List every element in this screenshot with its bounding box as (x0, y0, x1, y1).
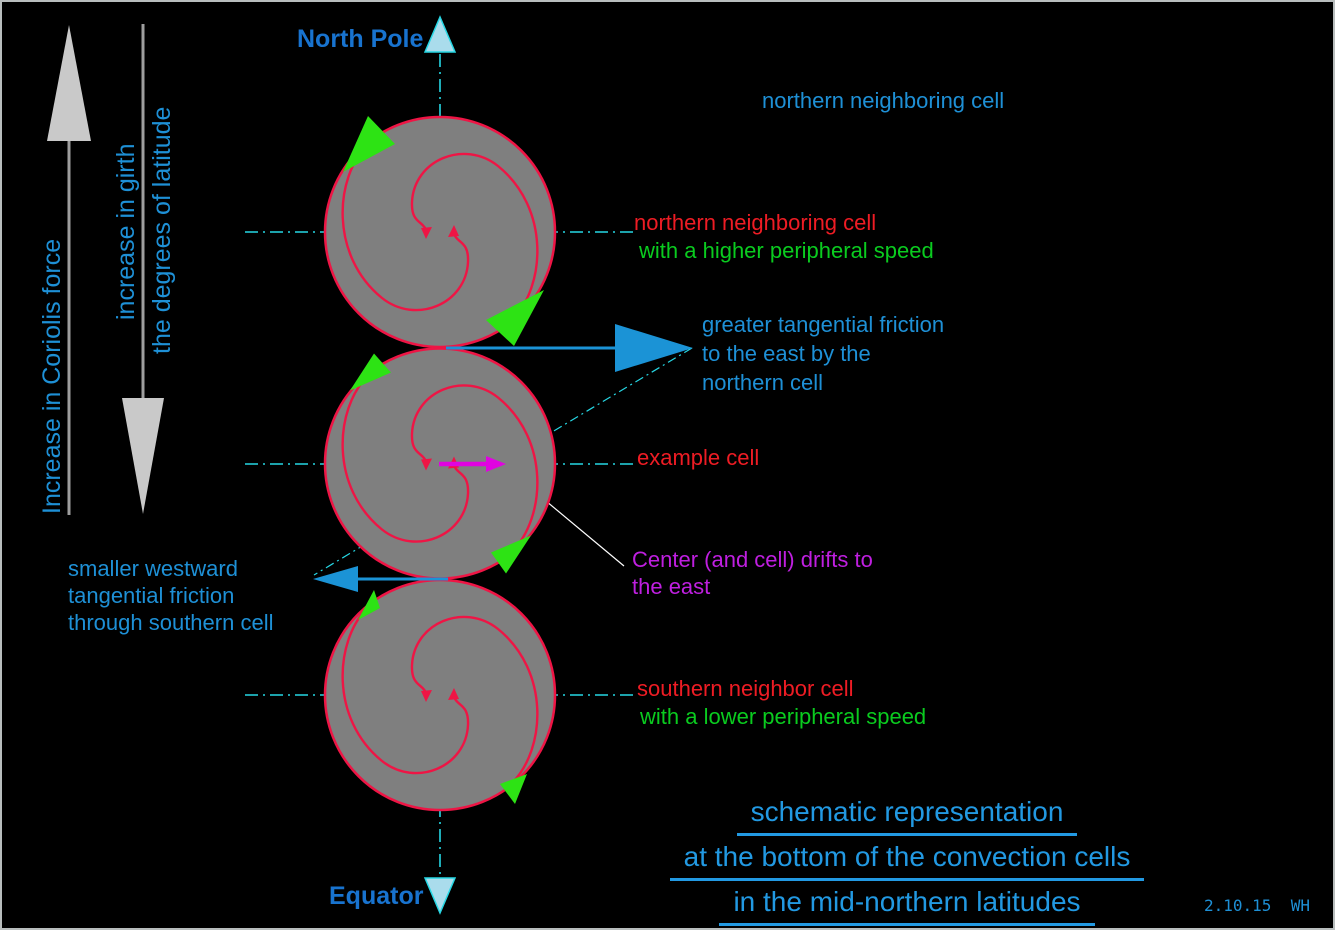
rotation-arrow-icon (491, 535, 531, 574)
east-friction-line1: greater tangential friction (702, 312, 945, 337)
signature: 2.10.15 WH (1204, 896, 1310, 915)
label-coriolis-scale: Increase in Coriolis force (38, 238, 66, 514)
north-pole-arrow-icon (423, 15, 457, 53)
drift-arrow (439, 456, 506, 472)
rotation-arrow-icon (358, 590, 380, 620)
cell-circle (323, 115, 557, 349)
rotation-arrow-icon (350, 353, 391, 391)
label-northern-speed: with a higher peripheral speed (639, 238, 934, 263)
title-line-1: schematic representation (632, 796, 1182, 836)
drift-line2: the east (632, 574, 711, 599)
drift-arrowhead-icon (486, 456, 506, 472)
rotation-arrow-icon (500, 774, 527, 804)
east-friction-arrowhead-icon (615, 324, 693, 372)
coriolis-increase-arrow (47, 25, 91, 515)
diagram-title: schematic representation at the bottom o… (632, 796, 1182, 928)
label-equator: Equator (329, 882, 424, 910)
cell-circle (323, 578, 557, 812)
west-friction-line1: smaller westward (68, 556, 238, 581)
label-example-cell: example cell (637, 445, 760, 470)
west-friction-line2: tangential friction (68, 583, 235, 608)
northern-cell-circle (323, 115, 557, 349)
label-drift: Center (and cell) drifts to the east (632, 546, 873, 600)
west-friction-arrowhead-icon (313, 566, 358, 592)
label-northern-cell: northern neighboring cell (634, 210, 877, 235)
label-west-friction: smaller westward tangential friction thr… (68, 555, 273, 636)
east-friction-line3: northern cell (702, 370, 824, 395)
southern-cell-circle (323, 578, 557, 812)
east-friction-line2: to the east by the (702, 341, 871, 366)
coriolis-arrowhead-icon (47, 25, 91, 141)
label-southern-speed: with a lower peripheral speed (640, 704, 927, 729)
drift-line1: Center (and cell) drifts to (632, 547, 873, 572)
equator-arrow-icon (423, 877, 457, 915)
rotation-arrow-icon (486, 290, 544, 346)
label-girth-scale: increase in girth (112, 143, 140, 320)
girth-increase-arrow (122, 24, 164, 514)
label-east-friction: greater tangential friction to the east … (702, 310, 944, 397)
label-southern-cell: southern neighbor cell (637, 676, 854, 701)
west-friction-line3: through southern cell (68, 610, 274, 635)
title-line-2: at the bottom of the convection cells (632, 841, 1182, 881)
east-friction-arrow (446, 324, 693, 372)
label-northern-cell-top: northern neighboring cell (762, 88, 1005, 113)
title-line-3: in the mid-northern latitudes (632, 886, 1182, 926)
rotation-arrow-icon (343, 116, 395, 172)
girth-arrowhead-icon (122, 398, 164, 514)
label-north-pole: North Pole (297, 25, 424, 53)
label-latitude-scale: the degrees of latitude (148, 106, 176, 354)
west-friction-arrow (313, 566, 448, 592)
